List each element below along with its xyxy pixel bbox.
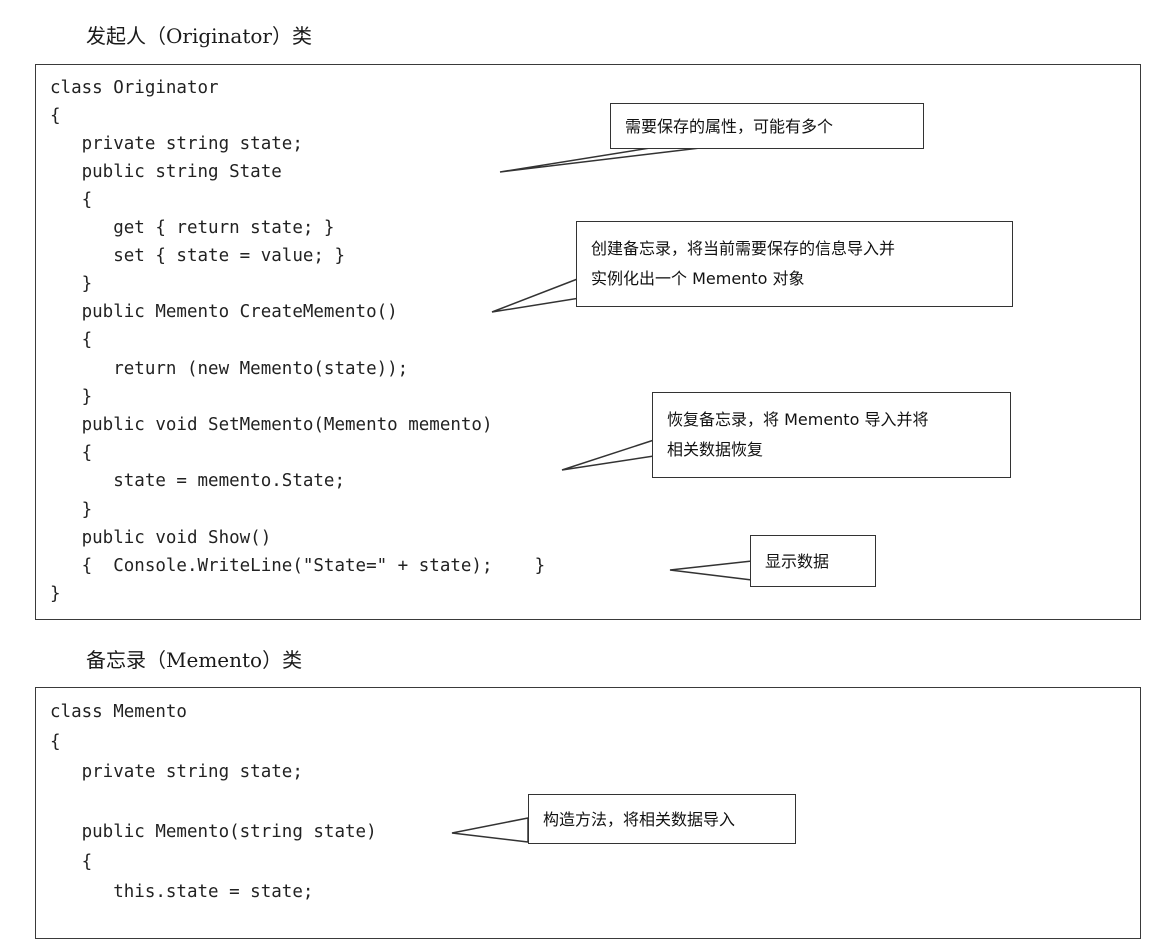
code-line: this.state = state; — [50, 882, 314, 902]
callout-text: 相关数据恢复 — [667, 440, 764, 459]
code-line: public Memento CreateMemento() — [50, 302, 398, 322]
callout-text: 显示数据 — [765, 552, 830, 571]
code-line: get { return state; } — [50, 218, 335, 238]
callout-text: 需要保存的属性，可能有多个 — [625, 117, 834, 136]
code-line: { — [50, 732, 61, 752]
code-line: private string state; — [50, 134, 303, 154]
code-line: set { state = value; } — [50, 246, 346, 266]
callout-text: 创建备忘录，将当前需要保存的信息导入并 — [591, 239, 896, 258]
callout-pointer — [491, 276, 581, 313]
code-line: private string state; — [50, 762, 303, 782]
code-line: { — [50, 190, 93, 210]
code-line: return (new Memento(state)); — [50, 359, 409, 379]
code-line: } — [50, 500, 93, 520]
callout-set-memento: 恢复备忘录，将 Memento 导入并将 相关数据恢复 — [652, 392, 1011, 478]
code-line: } — [50, 584, 61, 604]
code-line: { — [50, 330, 93, 350]
code-line: { — [50, 852, 93, 872]
callout-text: 实例化出一个 Memento 对象 — [591, 269, 805, 288]
callout-create-memento: 创建备忘录，将当前需要保存的信息导入并 实例化出一个 Memento 对象 — [576, 221, 1013, 307]
code-line: } — [50, 274, 93, 294]
code-line: class Memento — [50, 702, 187, 722]
code-line: state = memento.State; — [50, 471, 346, 491]
code-line: } — [50, 387, 93, 407]
callout-pointer — [499, 147, 701, 173]
code-line: class Originator — [50, 78, 219, 98]
code-line: public string State — [50, 162, 282, 182]
code-line: { Console.WriteLine("State=" + state); } — [50, 556, 546, 576]
callout-pointer — [561, 438, 655, 471]
callout-pointer — [451, 817, 529, 843]
callout-state-property: 需要保存的属性，可能有多个 — [610, 103, 924, 149]
code-line: public void Show() — [50, 528, 272, 548]
memento-caption: 备忘录（Memento）类 — [86, 648, 303, 672]
callout-show-data: 显示数据 — [750, 535, 876, 587]
code-line: public void SetMemento(Memento memento) — [50, 415, 493, 435]
originator-caption: 发起人（Originator）类 — [86, 24, 312, 48]
code-line: { — [50, 443, 93, 463]
callout-text: 恢复备忘录，将 Memento 导入并将 — [667, 410, 929, 429]
originator-code-box: class Originator { private string state;… — [35, 64, 1141, 620]
code-line: { — [50, 106, 61, 126]
callout-text: 构造方法，将相关数据导入 — [543, 810, 736, 829]
callout-constructor: 构造方法，将相关数据导入 — [528, 794, 796, 844]
callout-pointer — [669, 560, 753, 581]
code-line: public Memento(string state) — [50, 822, 377, 842]
